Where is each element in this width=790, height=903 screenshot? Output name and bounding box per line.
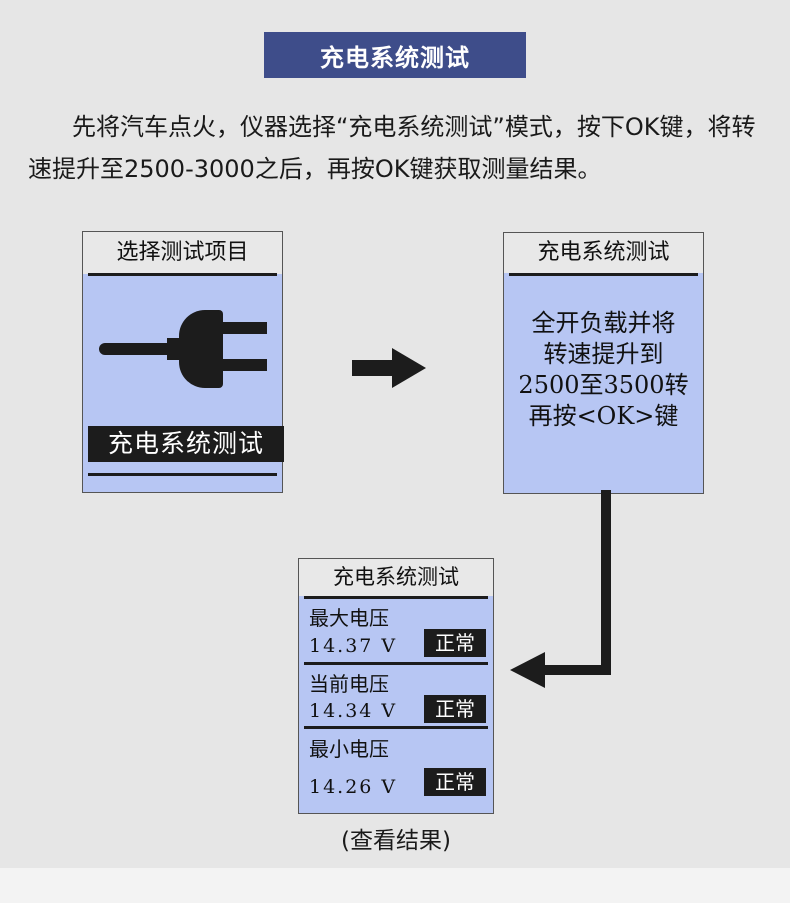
screen-header: 充电系统测试 bbox=[504, 233, 703, 273]
instruction-text: 先将汽车点火，仪器选择“充电系统测试”模式，按下OK键，将转速提升至2500-3… bbox=[28, 113, 756, 183]
screen-header: 充电系统测试 bbox=[299, 559, 493, 596]
lcd-screen-select-test: 选择测试项目 充电系统测试 bbox=[82, 231, 284, 493]
result-label-max-voltage: 最大电压 bbox=[309, 606, 389, 630]
page-title: 充电系统测试 bbox=[264, 32, 526, 78]
status-badge: 正常 bbox=[424, 768, 486, 796]
message-line: 转速提升到 bbox=[543, 340, 664, 368]
result-value-min-voltage: 14.26 V bbox=[309, 776, 398, 798]
screen-header: 选择测试项目 bbox=[83, 232, 282, 274]
status-badge: 正常 bbox=[424, 695, 486, 723]
lcd-screen-results: 充电系统测试 最大电压 14.37 V 正常 当前电压 14.34 V 正常 最… bbox=[298, 558, 494, 814]
message-line: 全开负载并将 bbox=[531, 309, 676, 337]
message-line: 再按<OK>键 bbox=[528, 402, 679, 430]
message-line: 2500至3500转 bbox=[518, 371, 689, 399]
header-divider bbox=[509, 273, 698, 276]
bottom-band bbox=[0, 868, 790, 903]
result-label-current-voltage: 当前电压 bbox=[309, 672, 389, 696]
results-caption: (查看结果) bbox=[341, 828, 451, 854]
row-divider bbox=[304, 726, 488, 729]
header-divider bbox=[304, 596, 488, 599]
arrow-down-left-icon bbox=[510, 490, 611, 688]
row-divider bbox=[304, 662, 488, 665]
arrow-right-icon bbox=[352, 348, 426, 388]
result-value-current-voltage: 14.34 V bbox=[309, 700, 398, 722]
status-badge: 正常 bbox=[424, 629, 486, 657]
result-label-min-voltage: 最小电压 bbox=[309, 737, 389, 761]
footer-divider bbox=[88, 473, 277, 476]
header-divider bbox=[88, 273, 277, 276]
result-value-max-voltage: 14.37 V bbox=[309, 635, 398, 657]
lcd-screen-instruction: 充电系统测试 全开负载并将 转速提升到 2500至3500转 再按<OK>键 bbox=[503, 232, 704, 494]
menu-item-selected[interactable]: 充电系统测试 bbox=[88, 426, 284, 462]
